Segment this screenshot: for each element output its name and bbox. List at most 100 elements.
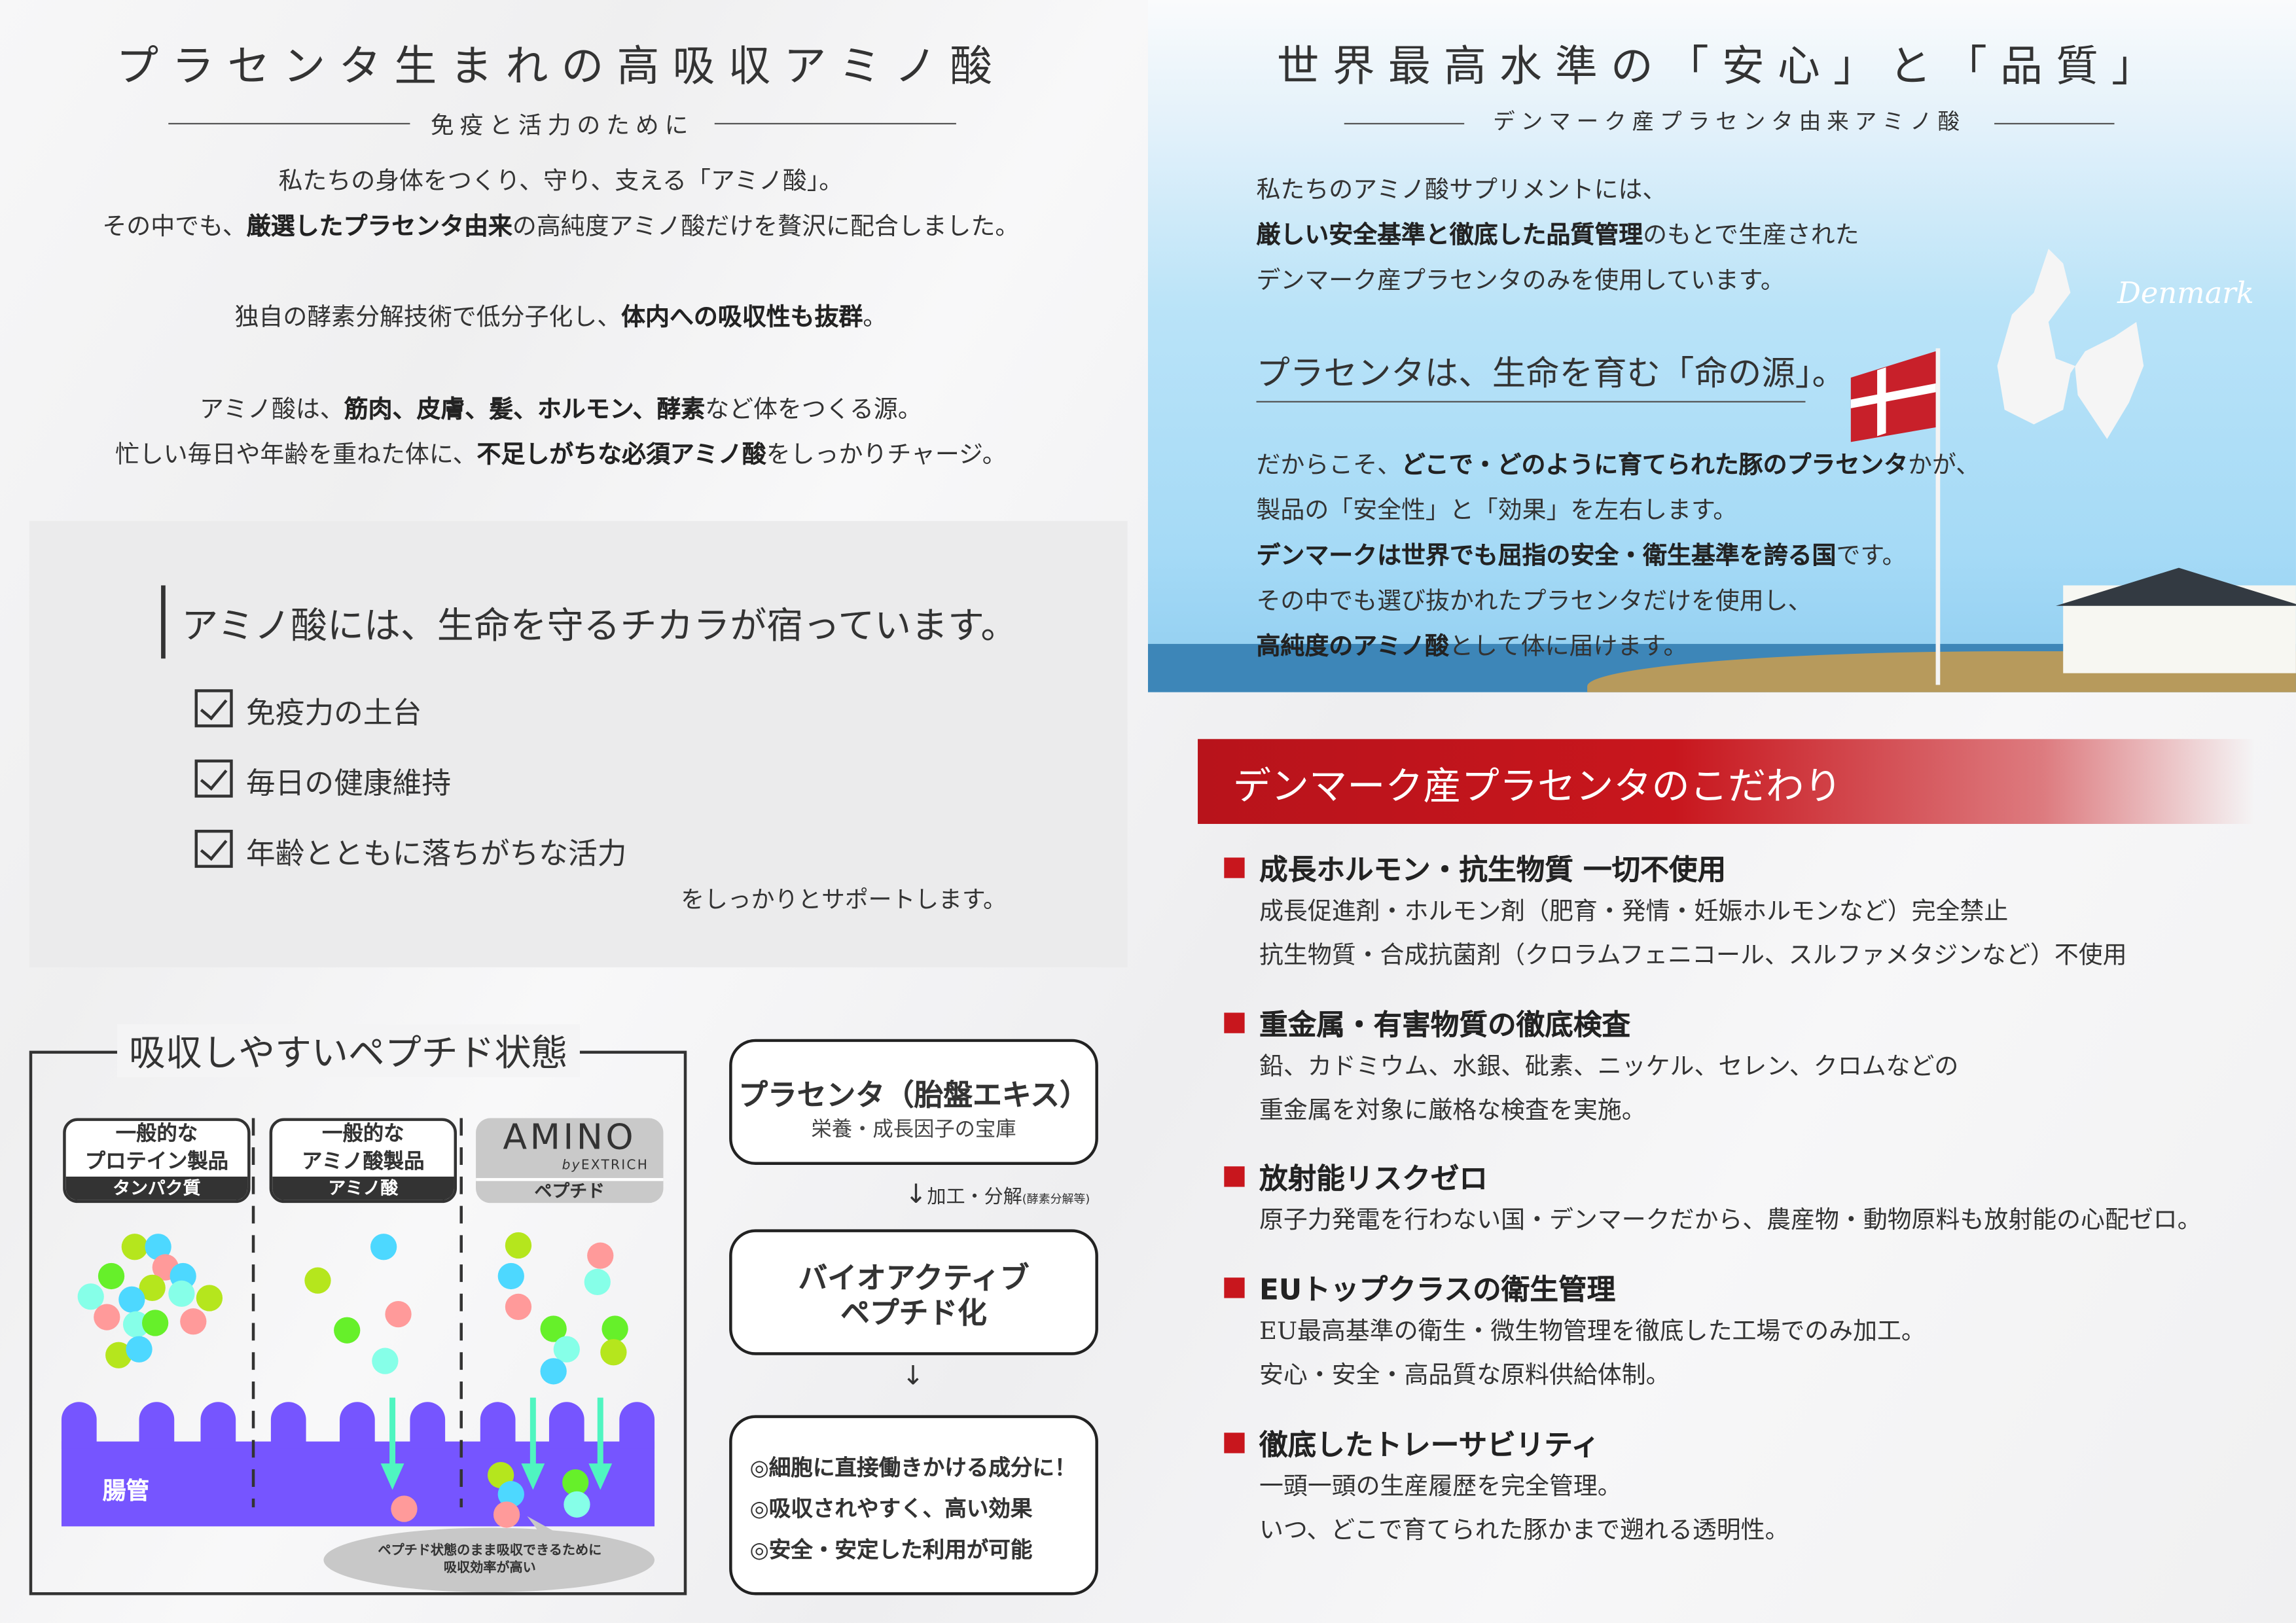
house-roof — [2056, 567, 2296, 606]
flagpole — [1935, 348, 1941, 685]
amino-particle — [372, 1347, 399, 1374]
peptide-header: AMINO byEXTRICH ペプチド — [476, 1118, 664, 1204]
villus — [270, 1402, 306, 1449]
amino-particle — [180, 1308, 207, 1335]
item-line: 重金属を対象に厳格な検査を実施。 — [1259, 1096, 1646, 1124]
red-square-icon — [1224, 1277, 1245, 1298]
arrow-head — [588, 1463, 613, 1490]
item-line: いつ、どこで育てられた豚かまで遡れる透明性。 — [1259, 1516, 1789, 1544]
placenta-sub: 栄養・成長因子の宝庫 — [811, 1118, 1016, 1142]
intro-line: アミノ酸は、筋肉、皮膚、髪、ホルモン、酵素など体をつくる源。 — [199, 395, 922, 423]
commitment-item-title: EUトップクラスの衛生管理 — [1224, 1266, 1615, 1308]
header-line: 一般的な — [322, 1122, 404, 1146]
heading-bar — [161, 585, 166, 659]
item-title-text: 成長ホルモン・抗生物質 一切不使用 — [1259, 853, 1727, 887]
benefit-item: ◎吸収されやすく、高い効果 — [749, 1495, 1033, 1522]
gut-label: 腸管 — [102, 1476, 150, 1505]
amino-particle — [142, 1310, 169, 1336]
villus — [480, 1402, 516, 1449]
amino-header: 一般的な アミノ酸製品 アミノ酸 — [269, 1118, 457, 1204]
para-line: デンマークは世界でも屈指の安全・衛生基準を誇る国です。 — [1256, 541, 1907, 569]
commitment-item-title: 重金属・有害物質の徹底検査 — [1224, 1001, 1630, 1044]
para-line: 高純度のアミノ酸として体に届けます。 — [1256, 632, 1688, 660]
intro-line: 私たちの身体をつくり、守り、支える「アミノ酸」。 — [278, 166, 844, 195]
amino-particle — [385, 1300, 412, 1328]
item-line: 抗生物質・合成抗菌剤（クロラムフェニコール、スルファメタジンなど）不使用 — [1259, 940, 2127, 969]
amino-particle — [304, 1267, 331, 1294]
commitment-banner: デンマーク産プラセンタのこだわり — [1198, 739, 2255, 824]
commitment-item-title: 成長ホルモン・抗生物質 一切不使用 — [1224, 846, 1726, 889]
item-title-text: 重金属・有害物質の徹底検査 — [1259, 1008, 1631, 1043]
benefits-box: アミノ酸には、生命を守るチカラが宿っています。 免疫力の土台 毎日の健康維持 年… — [29, 521, 1128, 968]
divider — [168, 122, 410, 125]
support-text: をしっかりとサポートします。 — [681, 885, 1007, 914]
red-square-icon — [1224, 1012, 1245, 1033]
heading-underline — [1256, 401, 1806, 402]
amino-particle — [540, 1315, 567, 1342]
amino-particle — [94, 1304, 120, 1330]
peptide-label: ペプチド — [476, 1178, 664, 1204]
diagram-title: 吸収しやすいペプチド状態 — [117, 1024, 580, 1077]
arrow-head — [380, 1463, 404, 1490]
header-line: 一般的な — [115, 1122, 198, 1146]
placenta-title: プラセンタ（胎盤エキス） — [738, 1077, 1089, 1113]
intro-paragraph: 私たちの身体をつくり、守り、支える「アミノ酸」。 その中でも、厳選したプラセンタ… — [0, 158, 1122, 249]
para-line: その中でも選び抜かれたプラセンタだけを使用し、 — [1256, 586, 1812, 615]
amino-particle — [493, 1501, 520, 1528]
amino-particle — [584, 1268, 611, 1296]
amino-particle — [139, 1274, 166, 1301]
item-line: 安心・安全・高品質な原料供給体制。 — [1259, 1361, 1670, 1389]
villus — [548, 1402, 584, 1449]
bioactive-line: ペプチド化 — [840, 1295, 987, 1330]
red-square-icon — [1224, 1433, 1245, 1454]
intro-paragraph: アミノ酸は、筋肉、皮膚、髪、ホルモン、酵素など体をつくる源。 忙しい毎日や年齢を… — [0, 386, 1122, 477]
divider — [1344, 122, 1465, 125]
villus — [61, 1402, 97, 1449]
absorption-illustration — [61, 1118, 655, 1592]
brand-sub: EXTRICH — [581, 1159, 649, 1174]
amino-particle — [77, 1283, 104, 1310]
amino-particle — [98, 1262, 125, 1290]
amino-particle — [564, 1491, 590, 1518]
intestine-base — [61, 1441, 655, 1527]
step-label: 加工・分解 — [927, 1186, 1022, 1209]
item-title-text: 徹底したトレーサビリティ — [1259, 1428, 1600, 1462]
amino-particle — [553, 1336, 580, 1363]
intro-line: その中でも、厳選したプラセンタ由来の高純度アミノ酸だけを贅沢に配合しました。 — [102, 212, 1020, 240]
para-line: 製品の「安全性」と「効果」を左右します。 — [1256, 496, 1738, 524]
amino-particle — [122, 1311, 150, 1338]
amino-particle — [600, 1339, 627, 1366]
process-step: ↓加工・分解(酵素分解等) — [905, 1179, 1090, 1210]
para-line: 厳しい安全基準と徹底した品質管理のもとで生産された — [1256, 221, 1859, 249]
step-note: (酵素分解等) — [1022, 1192, 1090, 1206]
check-item: 年齢とともに落ちがちな活力 — [245, 835, 627, 871]
divider — [1994, 122, 2115, 125]
denmark-paragraph: だからこそ、どこで・どのように育てられた豚のプラセンタかが、 製品の「安全性」と… — [1257, 442, 1981, 669]
para-line: デンマーク産プラセンタのみを使用しています。 — [1256, 266, 1785, 294]
benefit-item: ◎細胞に直接働きかける成分に！ — [749, 1454, 1077, 1482]
amino-brand-logo: AMINO — [503, 1118, 637, 1158]
header-line: アミノ酸製品 — [302, 1150, 425, 1174]
intro-line: 忙しい毎日や年齢を重ねた体に、不足しがちな必須アミノ酸をしっかりチャージ。 — [115, 440, 1007, 469]
para-line: だからこそ、どこで・どのように育てられた豚のプラセンタかが、 — [1256, 450, 1981, 479]
item-title-text: EUトップクラスの衛生管理 — [1259, 1273, 1616, 1307]
amino-particle — [118, 1286, 145, 1313]
bioactive-box: バイオアクティブ ペプチド化 — [729, 1229, 1098, 1355]
commitment-item-title: 放射能リスクゼロ — [1224, 1154, 1488, 1197]
villus — [139, 1402, 175, 1449]
denmark-paragraph: 私たちのアミノ酸サプリメントには、 厳しい安全基準と徹底した品質管理のもとで生産… — [1257, 167, 1859, 303]
amino-particle — [601, 1315, 628, 1342]
villus — [340, 1402, 375, 1449]
benefits-heading: アミノ酸には、生命を守るチカラが宿っています。 — [181, 604, 1018, 647]
callout-line: ペプチド状態のまま吸収できるために — [378, 1544, 602, 1559]
amino-particle — [562, 1469, 589, 1496]
para-line: 私たちのアミノ酸サプリメントには、 — [1256, 175, 1667, 204]
item-line: 一頭一頭の生産履歴を完全管理。 — [1259, 1472, 1622, 1501]
left-title: プラセンタ生まれの高吸収アミノ酸 — [116, 41, 1006, 91]
item-line: 原子力発電を行わない国・デンマークだから、農産物・動物原料も放射能の心配ゼロ。 — [1259, 1205, 2202, 1234]
commitment-item-body: 原子力発電を行わない国・デンマークだから、農産物・動物原料も放射能の心配ゼロ。 — [1259, 1198, 2202, 1242]
right-subtitle: デンマーク産プラセンタ由来アミノ酸 — [1493, 108, 1966, 135]
callout-bubble — [323, 1527, 655, 1592]
amino-particle — [505, 1232, 532, 1259]
arrow-down-icon: ↓ — [905, 1179, 927, 1211]
